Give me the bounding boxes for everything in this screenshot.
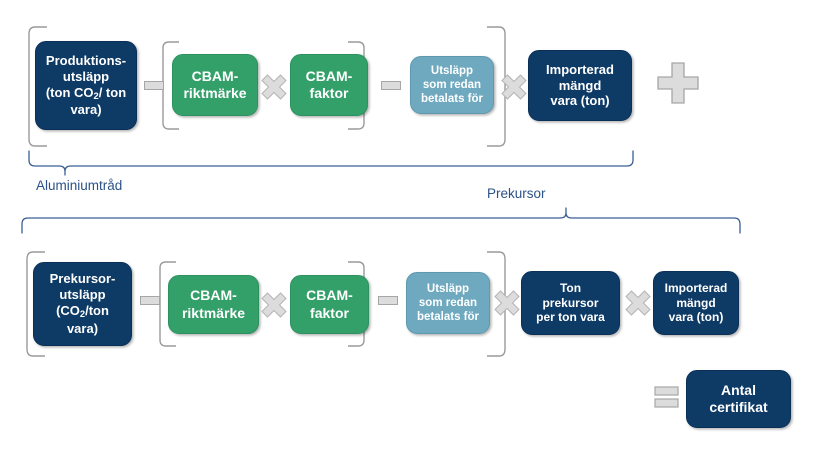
row1-minus-operator-2 [381,81,401,90]
box-imported-quantity-row2[interactable]: Importerad mängd vara (ton) [653,271,739,335]
box-ton-precursor[interactable]: Ton prekursor per ton vara [521,271,620,335]
box-cbam-benchmark-row1-text: CBAM- riktmärke [183,67,247,101]
box-already-paid-row2[interactable]: Utsläpp som redan betalats för [406,272,490,334]
label-aluminiumtrad: Aluminiumtråd [36,178,123,193]
brace-prekursor [20,206,742,234]
equals-operator [654,386,679,409]
box-cbam-benchmark-row2-text: CBAM- riktmärke [181,287,246,321]
label-prekursor: Prekursor [487,186,546,201]
box-precursor-emissions[interactable]: Prekursor- utsläpp (CO2/ton vara) [33,262,132,346]
co2-subscript: 2 [93,90,99,101]
box-already-paid-row1[interactable]: Utsläpp som redan betalats för [410,56,494,114]
box-antal-certifikat-text: Antal certifikat [709,381,768,415]
box-cbam-factor-row2[interactable]: CBAM- faktor [290,275,369,334]
row1-minus-operator-1 [144,81,164,90]
box-production-emissions[interactable]: Produktions- utsläpp (ton CO2/ ton vara) [35,41,137,130]
row2-times-operator-2 [494,290,520,316]
box-precursor-emissions-text: Prekursor- utsläpp (CO2/ton vara) [49,271,116,336]
row1-plus-operator [657,62,699,104]
box-already-paid-row2-text: Utsläpp som redan betalats för [417,282,479,323]
box-imported-quantity-row1[interactable]: Importerad mängd vara (ton) [528,50,632,121]
box-cbam-factor-row1[interactable]: CBAM- faktor [290,54,368,116]
box-ton-precursor-text: Ton prekursor per ton vara [536,281,605,325]
co2-subscript-row2: 2 [79,309,86,320]
box-antal-certifikat[interactable]: Antal certifikat [686,370,791,428]
row1-times-operator-2 [501,74,527,100]
row2-minus-operator-1 [140,296,160,305]
box-cbam-factor-row1-text: CBAM- faktor [305,67,353,101]
row2-times-operator-3 [625,290,651,316]
row2-times-operator-1 [261,292,287,318]
brace-aluminiumtrad [27,150,635,176]
box-already-paid-row1-text: Utsläpp som redan betalats för [421,64,483,105]
box-imported-quantity-row1-text: Importerad mängd vara (ton) [546,61,614,109]
box-cbam-factor-row2-text: CBAM- faktor [306,287,353,321]
row2-minus-operator-2 [378,296,398,305]
row1-times-operator-1 [261,74,287,100]
row1-outer-bracket [27,26,507,147]
box-imported-quantity-row2-text: Importerad mängd vara (ton) [664,281,728,325]
box-cbam-benchmark-row1[interactable]: CBAM- riktmärke [172,54,258,116]
box-production-emissions-text: Produktions- utsläpp (ton CO2/ ton vara) [45,52,127,118]
box-cbam-benchmark-row2[interactable]: CBAM- riktmärke [168,275,259,334]
